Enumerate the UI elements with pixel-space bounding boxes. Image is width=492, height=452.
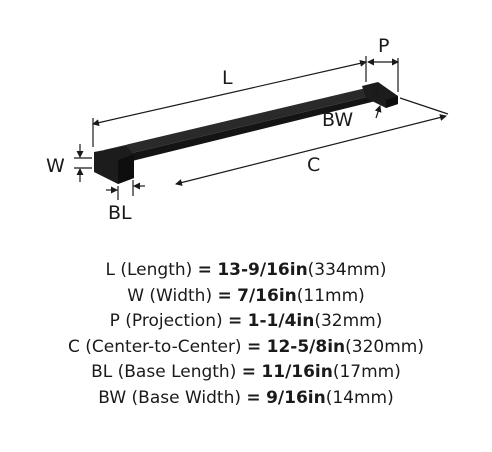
spec-eq: = [228, 311, 243, 331]
label-c: C [307, 154, 320, 176]
spec-eq: = [246, 336, 262, 357]
spec-name: (Width) [149, 285, 213, 306]
spec-row-length: L (Length) = 13-9/16in(334mm) [0, 258, 492, 284]
towel-bar-diagram: L P BW C W BL [46, 35, 449, 224]
spec-code: L [105, 260, 115, 280]
spec-value: 7/16in [237, 285, 297, 306]
spec-code: C [68, 336, 80, 357]
label-w: W [46, 155, 65, 177]
spec-metric: (320mm) [345, 336, 424, 357]
center-to-center-dimension: C [175, 97, 449, 186]
spec-name: (Base Width) [131, 387, 242, 408]
label-p: P [378, 35, 389, 57]
spec-eq: = [241, 362, 256, 382]
towel-bar [94, 82, 398, 184]
spec-code: BW [98, 387, 127, 408]
label-bl: BL [108, 202, 132, 224]
right-post-side [386, 96, 398, 108]
spec-row-base-length: BL (Base Length) = 11/16in(17mm) [0, 360, 492, 386]
spec-row-center-to-center: C (Center-to-Center) = 12-5/8in(320mm) [0, 335, 492, 361]
width-dimension: W [46, 144, 92, 182]
projection-dimension: P [367, 35, 399, 92]
spec-name: (Center-to-Center) [85, 336, 242, 357]
spec-value: 9/16in [266, 387, 326, 408]
label-bw: BW [322, 109, 353, 131]
left-post-side [118, 154, 134, 184]
spec-row-projection: P (Projection) = 1-1/4in(32mm) [0, 309, 492, 335]
spec-metric: (11mm) [296, 285, 365, 306]
spec-value: 12-5/8in [266, 336, 346, 357]
spec-name: (Projection) [125, 311, 223, 331]
spec-eq: = [246, 387, 261, 408]
spec-metric: (14mm) [325, 387, 394, 408]
spec-code: P [109, 311, 120, 331]
spec-eq: = [197, 260, 212, 280]
base-length-dimension: BL [106, 180, 145, 224]
spec-value: 13-9/16in [217, 260, 308, 280]
spec-code: W [127, 285, 145, 306]
label-l: L [222, 67, 233, 89]
spec-eq: = [217, 285, 232, 306]
spec-value: 1-1/4in [247, 311, 315, 331]
spec-metric: (17mm) [332, 362, 401, 382]
spec-name: (Length) [120, 260, 193, 280]
length-dimension: L [92, 56, 367, 147]
specifications-list: L (Length) = 13-9/16in(334mm) W (Width) … [0, 258, 492, 411]
spec-row-width: W (Width) = 7/16in(11mm) [0, 284, 492, 310]
spec-metric: (334mm) [307, 260, 387, 280]
spec-value: 11/16in [261, 362, 333, 382]
spec-code: BL [91, 362, 113, 382]
spec-metric: (32mm) [314, 311, 383, 331]
spec-name: (Base Length) [117, 362, 237, 382]
spec-row-base-width: BW (Base Width) = 9/16in(14mm) [0, 386, 492, 412]
